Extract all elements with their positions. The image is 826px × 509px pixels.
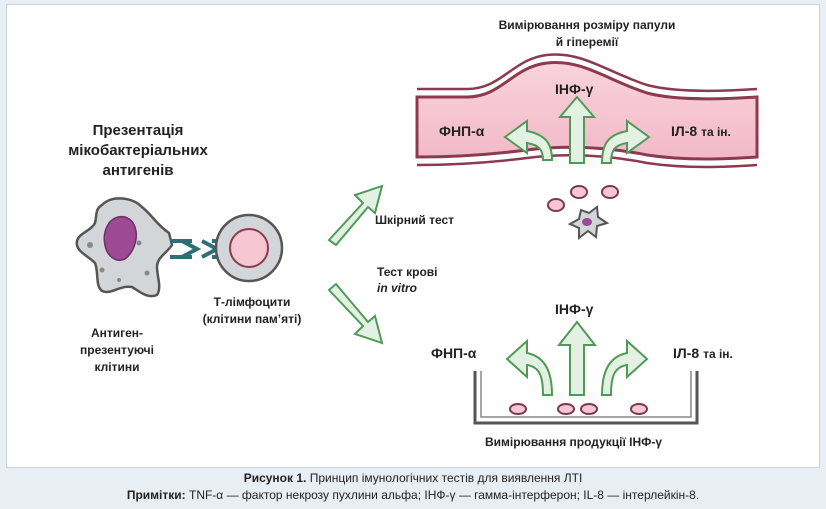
figure-label: Рисунок 1. bbox=[243, 471, 307, 485]
well-cell bbox=[580, 403, 598, 415]
apc-nucleus bbox=[103, 215, 137, 261]
caption-line-1: Рисунок 1. Принцип імунологічних тестів … bbox=[0, 470, 826, 487]
skin-arrow-up-icon bbox=[557, 95, 597, 164]
blood-cytokine-il8: ІЛ-8 та ін. bbox=[673, 345, 733, 361]
skin-cytokine-il8: ІЛ-8 та ін. bbox=[671, 123, 731, 139]
skin-cytokine-arrows bbox=[503, 95, 651, 164]
apc-label: Антиген- презентуючі клітини bbox=[80, 326, 154, 374]
top-title: Вимірювання розміру папули й гіперемії bbox=[498, 18, 676, 49]
blood-arrow-up-icon bbox=[556, 320, 598, 396]
antigen-presenting-cell bbox=[75, 197, 174, 298]
skin-cells bbox=[547, 185, 619, 241]
well-cell bbox=[557, 403, 575, 415]
skin-arrow-right-icon bbox=[600, 119, 651, 164]
skin-cytokine-ifn: ІНФ-γ bbox=[555, 81, 594, 97]
blood-test-label: Тест крові in vitro bbox=[377, 265, 438, 295]
figure-caption: Рисунок 1. Принцип імунологічних тестів … bbox=[0, 470, 826, 504]
left-title: Презентація мікобактеріальних антигенів bbox=[68, 122, 208, 179]
diagram-canvas bbox=[75, 53, 759, 425]
blood-cytokine-tnf: ФНП-α bbox=[431, 345, 477, 361]
skin-cytokine-tnf: ФНП-α bbox=[439, 123, 485, 139]
blood-test-arrow-icon bbox=[327, 282, 384, 345]
notes-text: TNF-α — фактор некрозу пухлини альфа; ІН… bbox=[188, 488, 700, 502]
blood-cytokine-arrows bbox=[505, 320, 649, 396]
skin-test-arrow-icon bbox=[327, 184, 384, 247]
tcell-label: Т-лімфоцити (клітини пам’яті) bbox=[202, 295, 302, 326]
skin-arrow-left-icon bbox=[503, 119, 554, 161]
skin-cell bbox=[570, 185, 588, 199]
figure-text: Принцип імунологічних тестів для виявлен… bbox=[309, 471, 583, 485]
skin-test-label: Шкірний тест bbox=[375, 213, 455, 227]
bottom-title: Вимірювання продукції ІНФ-γ bbox=[485, 435, 663, 449]
test-arrows bbox=[327, 184, 384, 345]
notes-label: Примітки: bbox=[126, 488, 186, 502]
t-lymphocyte bbox=[214, 213, 284, 283]
well-cell bbox=[630, 403, 648, 415]
figure-frame: Презентація мікобактеріальних антигенів … bbox=[6, 4, 820, 468]
caption-line-2: Примітки: TNF-α — фактор некрозу пухлини… bbox=[0, 487, 826, 504]
test-well bbox=[473, 371, 699, 425]
blood-arrow-right-icon bbox=[600, 338, 649, 396]
well-cell bbox=[509, 403, 527, 415]
blood-arrow-left-icon bbox=[505, 338, 554, 396]
skin-cell bbox=[601, 185, 619, 199]
skin-cell bbox=[547, 198, 565, 212]
blood-cytokine-ifn: ІНФ-γ bbox=[555, 301, 594, 317]
